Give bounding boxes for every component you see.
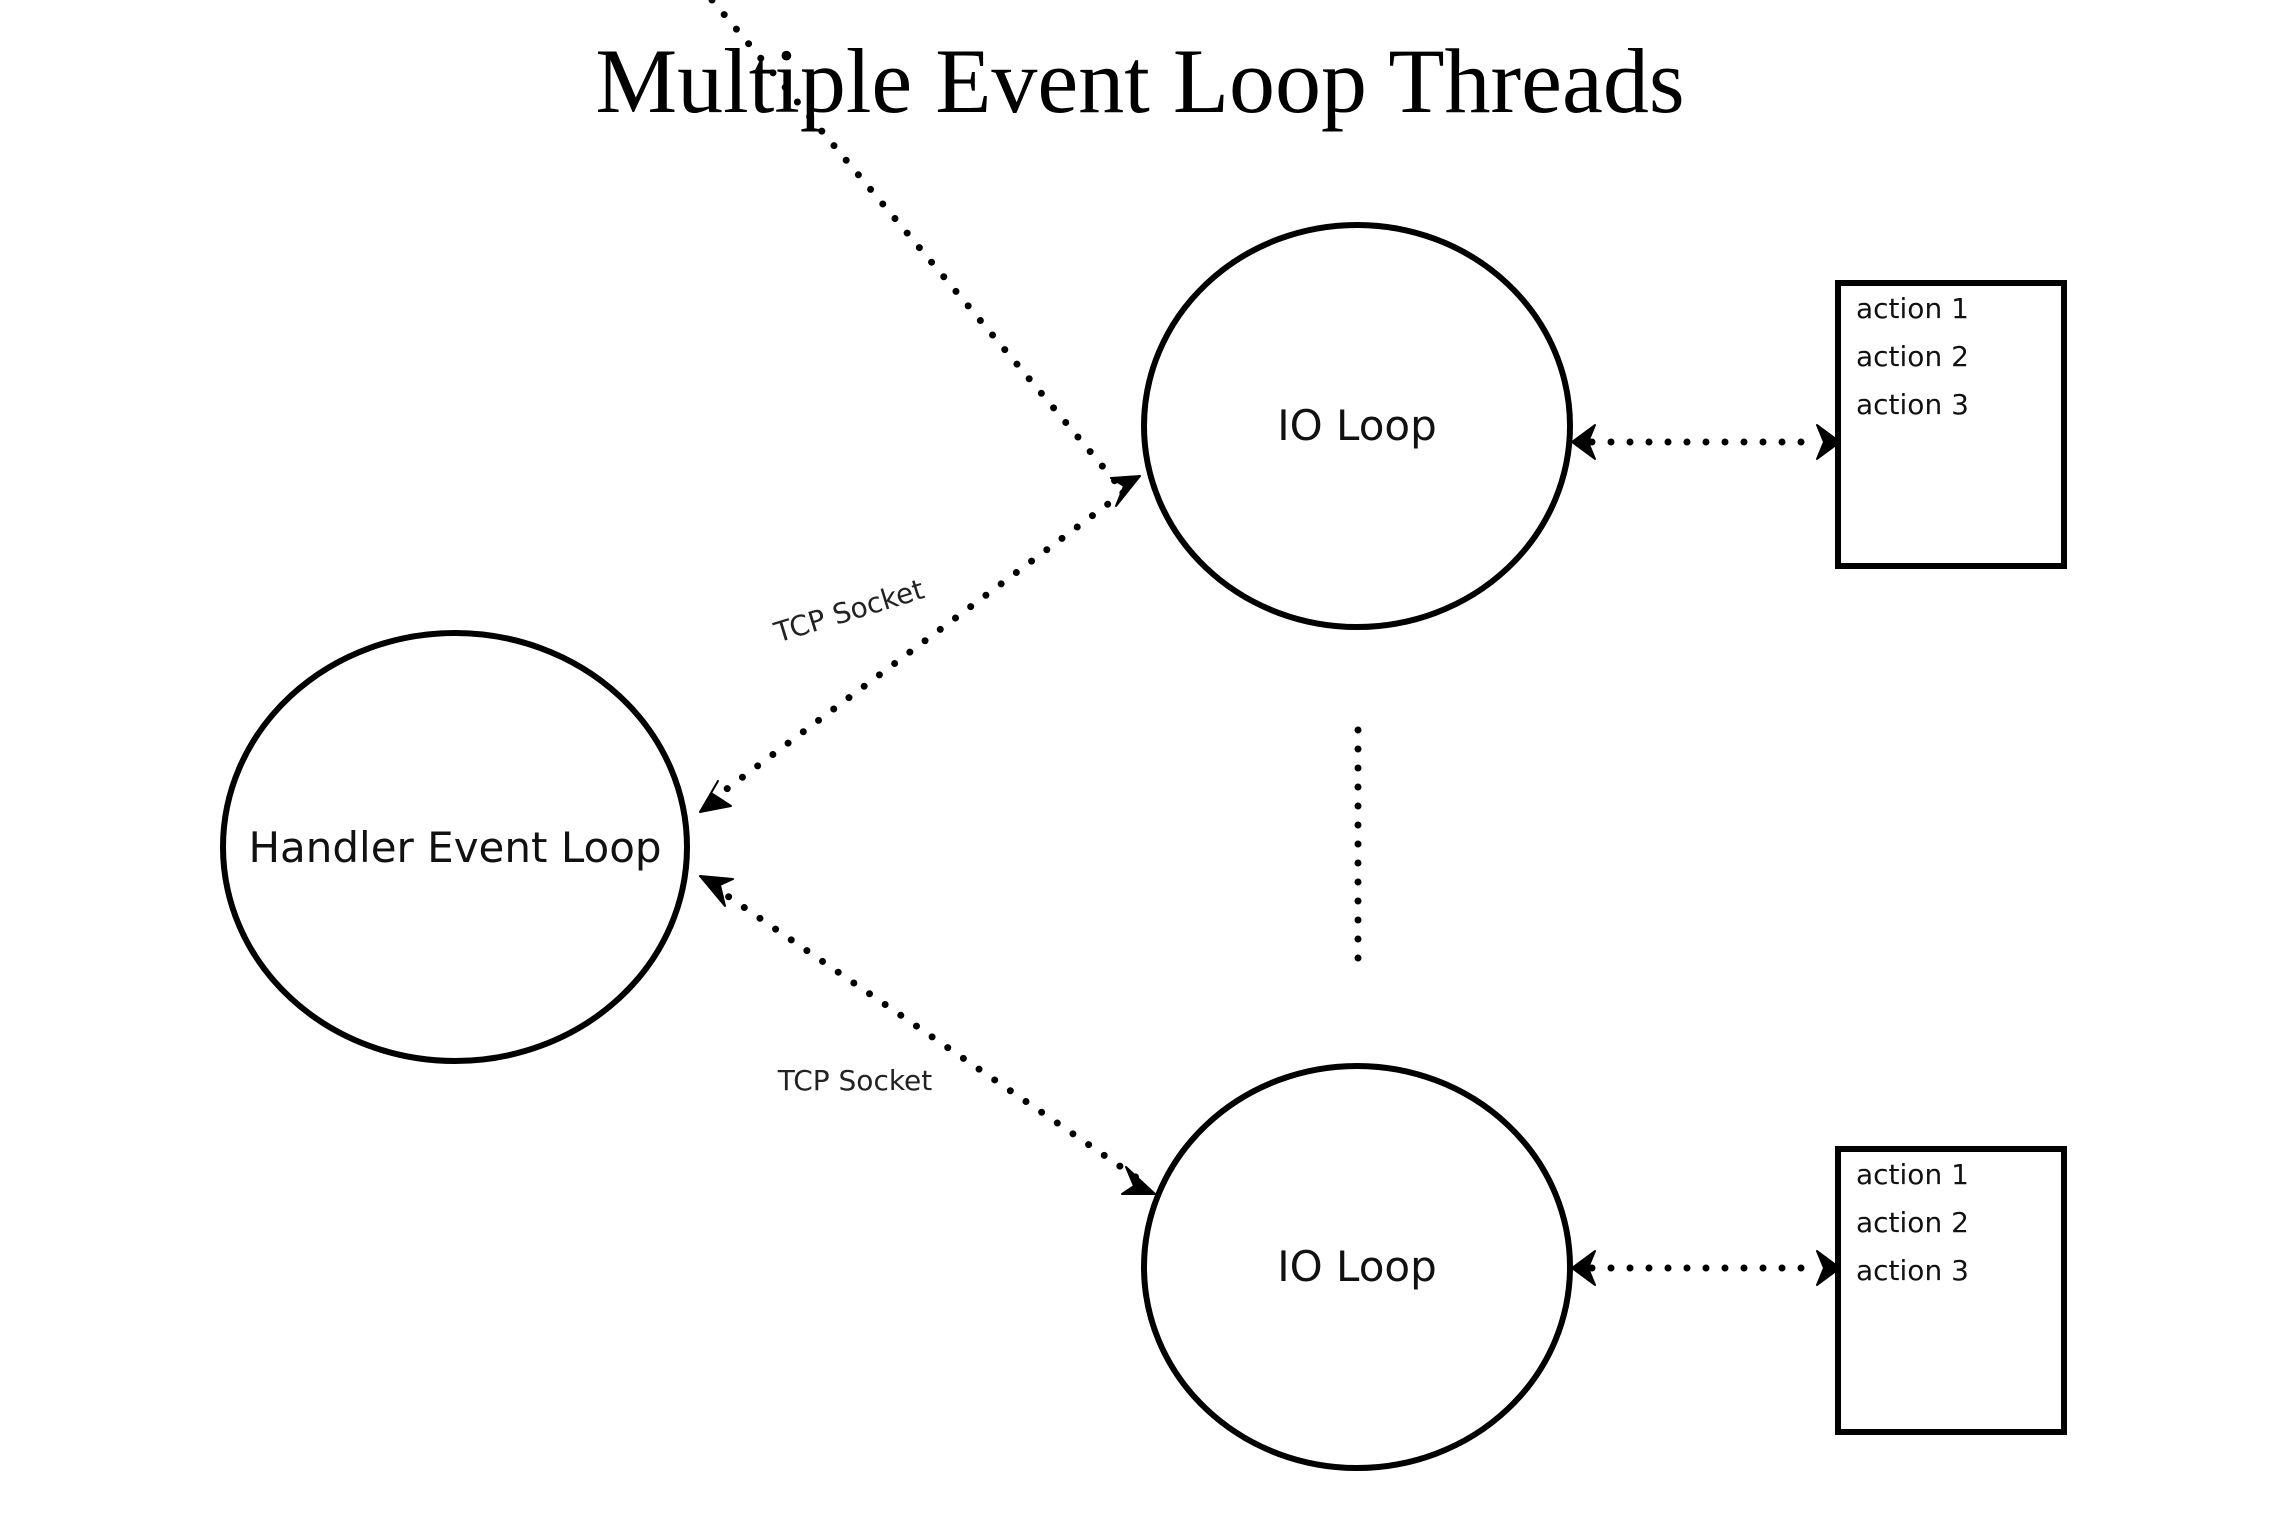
arrowhead-io-bottom-actions-right — [1816, 1250, 1841, 1286]
edge-handler-io-bottom: TCP Socket — [699, 875, 1156, 1195]
edge-handler-io-top-line — [708, 0, 1128, 496]
io-loop-bottom-node: IO Loop — [1141, 1063, 1573, 1471]
edge-io-bottom-actions — [1571, 1250, 1841, 1286]
handler-event-loop-circle — [220, 630, 690, 1064]
handler-event-loop-node: Handler Event Loop — [220, 630, 690, 1064]
edge-handler-io-top-dots — [708, 488, 1128, 804]
io-loop-top-circle — [1141, 222, 1573, 630]
arrowhead-io-top-actions-left — [1571, 424, 1596, 460]
action-list-bottom-item: action 3 — [1856, 1254, 1969, 1287]
arrowhead-io-top-actions-right — [1816, 424, 1841, 460]
action-list-bottom-item: action 1 — [1856, 1158, 1969, 1191]
action-list-bottom: action 1 action 2 action 3 — [1835, 1146, 2067, 1435]
handler-event-loop-label: Handler Event Loop — [248, 823, 661, 872]
io-loop-top-node: IO Loop — [1141, 222, 1573, 630]
io-loop-bottom-label: IO Loop — [1277, 1242, 1437, 1291]
arrowhead-handler-side-bottom — [699, 875, 734, 907]
action-list-bottom-box — [1835, 1146, 2067, 1435]
io-loop-top-label: IO Loop — [1277, 401, 1437, 450]
action-list-top-box — [1835, 280, 2067, 569]
edge-io-top-actions — [1571, 424, 1841, 460]
action-list-top: action 1 action 2 action 3 — [1835, 280, 2067, 569]
edge-handler-io-top-label: TCP Socket — [770, 573, 928, 650]
action-list-bottom-item: action 2 — [1856, 1206, 1969, 1239]
arrowhead-handler-side-top — [699, 780, 732, 813]
action-list-top-item: action 1 — [1856, 292, 1969, 325]
arrowhead-io-top-side — [1110, 475, 1141, 507]
edge-handler-io-bottom-dots — [709, 882, 1144, 1184]
edge-handler-io-bottom-label: TCP Socket — [777, 1064, 933, 1097]
io-loop-bottom-circle — [1141, 1063, 1573, 1471]
diagram-title: Multiple Event Loop Threads — [595, 30, 1684, 132]
action-list-top-item: action 2 — [1856, 340, 1969, 373]
action-list-top-item: action 3 — [1856, 388, 1969, 421]
arrowhead-io-bottom-actions-left — [1571, 1250, 1596, 1286]
arrowhead-io-bottom-side — [1121, 1166, 1156, 1195]
